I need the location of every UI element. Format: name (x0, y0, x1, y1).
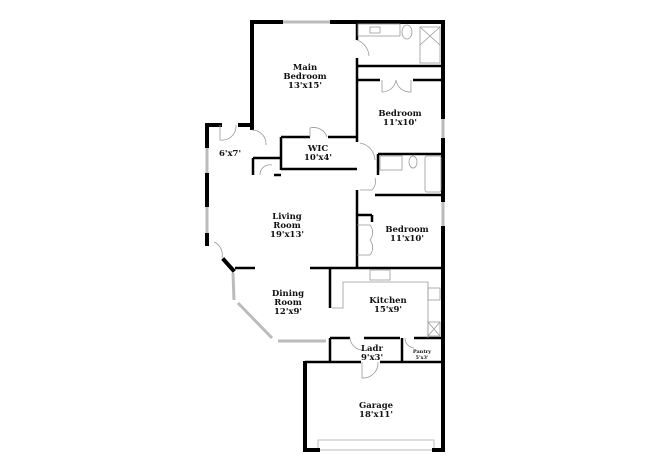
room-name: WIC (307, 144, 329, 154)
room-name: Ladr (361, 344, 383, 354)
room-name: Bedroom (378, 109, 422, 119)
room-name: Living Room (272, 212, 302, 231)
room-name: Bedroom (385, 225, 429, 235)
room-size: 10'x4' (303, 153, 333, 163)
windows (205, 20, 445, 451)
room-name: Pantry (412, 349, 432, 355)
room-name: Main Bedroom (283, 63, 327, 82)
room-size: 18'x11' (359, 410, 393, 420)
room-size: 19'x13' (270, 230, 304, 240)
fixtures-and-doors (213, 23, 442, 379)
room-size: 12'x9' (273, 307, 303, 317)
room-size: 11'x10' (383, 118, 417, 128)
room-size: 9'x3' (360, 353, 384, 363)
room-name: Dining Room (271, 289, 305, 308)
interior-walls (235, 22, 443, 364)
room-size: 15'x9' (373, 305, 402, 315)
room-6x7: 6'x7' (219, 150, 241, 159)
room-name: Kitchen (369, 296, 407, 306)
room-size: 11'x10' (390, 234, 424, 244)
room-size: 5'x3' (415, 355, 429, 361)
room-size: 13'x15' (288, 81, 322, 91)
room-name: Garage (358, 401, 394, 411)
room-size: 6'x7' (218, 149, 242, 159)
